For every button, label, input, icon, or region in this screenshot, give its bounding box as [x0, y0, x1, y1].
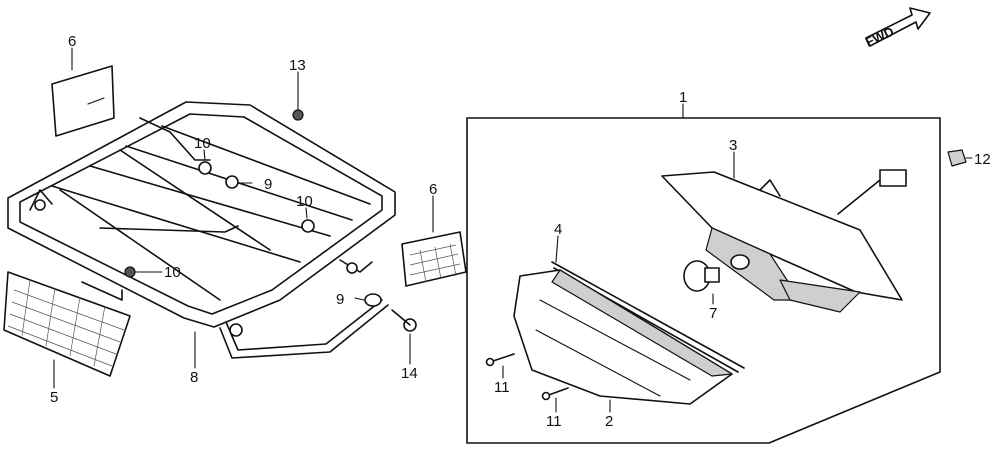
callout-9-upper: 9: [264, 176, 272, 193]
nut-10b: [301, 219, 315, 233]
nut-10c: [124, 266, 136, 278]
callout-7: 7: [709, 305, 717, 322]
bulb: [683, 254, 750, 292]
callout-10-middle: 10: [296, 193, 313, 210]
callout-11-right: 11: [546, 413, 562, 430]
callout-10-upper: 10: [194, 135, 211, 152]
callout-3: 3: [729, 137, 737, 154]
callout-4: 4: [554, 221, 562, 238]
right-side-reflector: [401, 231, 467, 287]
callout-12: 12: [974, 151, 991, 168]
washer-9a: [225, 175, 239, 189]
side-reflector: [3, 271, 131, 377]
taillight-lens: [513, 269, 733, 405]
luggage-carrier: [7, 101, 396, 359]
callout-1: 1: [679, 89, 687, 106]
callout-2: 2: [605, 413, 613, 430]
nut-12: [947, 149, 967, 167]
bolt-13: [292, 109, 304, 121]
callout-9-lower: 9: [336, 291, 344, 308]
upper-left-reflector: [51, 65, 115, 137]
callout-6-right: 6: [429, 181, 437, 198]
lens-screws: [485, 353, 569, 401]
callout-8: 8: [190, 369, 198, 386]
leader-lines: [53, 47, 973, 413]
collar-9b: [364, 293, 382, 307]
callout-5: 5: [50, 389, 58, 406]
taillight-base: [661, 169, 907, 313]
callout-14: 14: [401, 365, 418, 382]
forward-direction-arrow: FWD: [863, 7, 931, 50]
nut-10a: [198, 161, 212, 175]
callout-10-lower: 10: [164, 264, 181, 281]
callout-13: 13: [289, 57, 306, 74]
callouts: 1 2 3 4 5 6 6 7 8 9 9 10 10 10 11 11 12 …: [50, 33, 991, 430]
hardware: [124, 109, 967, 332]
callout-11-left: 11: [494, 379, 510, 396]
fwd-label: FWD: [863, 24, 896, 50]
taillight-assembly-outline: [466, 103, 941, 444]
callout-6-upper: 6: [68, 33, 76, 50]
